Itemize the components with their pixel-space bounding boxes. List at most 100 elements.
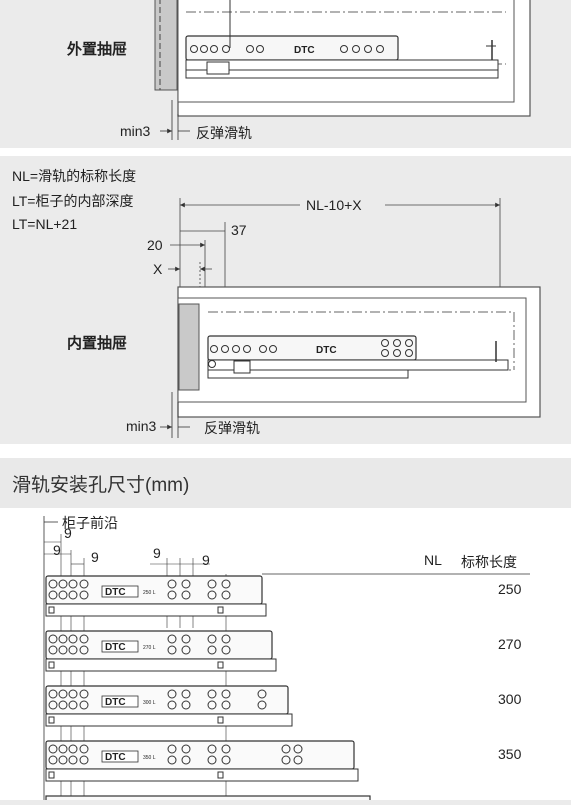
dim-9-b: 9 (53, 542, 61, 558)
rail-brand: DTC (316, 345, 337, 356)
internal-drawer-label: 内置抽屉 (67, 335, 128, 352)
min-label: min3 (120, 123, 151, 139)
hole (221, 634, 231, 644)
hole (48, 590, 58, 600)
dim-37-label: 37 (231, 222, 247, 238)
hole (181, 645, 191, 655)
dim-9-c: 9 (91, 549, 99, 565)
hole (207, 590, 217, 600)
hole (207, 579, 217, 589)
hole (221, 700, 231, 710)
hole (58, 579, 68, 589)
hole (181, 689, 191, 699)
external-drawer-diagram: DTC (154, 0, 531, 140)
hole (167, 590, 177, 600)
col-length: 标称长度 (461, 554, 517, 570)
hole (181, 744, 191, 754)
min-label: min3 (126, 418, 157, 434)
rail-holes (190, 45, 384, 53)
hole (221, 689, 231, 699)
hole (79, 579, 89, 589)
hole (48, 700, 58, 710)
hole (221, 744, 231, 754)
rail-nl-270: 270 (498, 636, 522, 652)
hole (48, 645, 58, 655)
hole (79, 645, 89, 655)
brand-box (101, 750, 139, 763)
rail-latch (206, 61, 230, 75)
hole (48, 689, 58, 699)
note-lt-formula: LT=NL+21 (12, 216, 78, 232)
hole (58, 744, 68, 754)
dim-9-e: 9 (202, 552, 210, 568)
hole (58, 645, 68, 655)
rail-brand: DTC (105, 697, 126, 708)
divider (0, 148, 571, 156)
hole (58, 590, 68, 600)
section-header: 滑轨安装孔尺寸(mm) (0, 458, 571, 508)
hole (58, 689, 68, 699)
rail-label: 反弹滑轨 (204, 420, 260, 436)
hole (281, 755, 291, 765)
rail-tag: 270 L (143, 645, 156, 651)
hole (68, 634, 78, 644)
base-slot (48, 771, 55, 779)
rail-base (45, 603, 267, 617)
hole (167, 579, 177, 589)
hole (207, 755, 217, 765)
rail-brand: DTC (105, 587, 126, 598)
dim-9-a: 9 (64, 525, 72, 541)
base-slot (217, 716, 224, 724)
internal-drawer-diagram: DTC (160, 198, 541, 438)
rail-brand: DTC (294, 45, 315, 56)
hole (68, 700, 78, 710)
rail-body-partial (45, 795, 371, 805)
rail-outer (207, 359, 509, 371)
rail-nl-300: 300 (498, 691, 522, 707)
hole (58, 634, 68, 644)
dim-x-label: X (153, 261, 163, 277)
dim-top-label: NL-10+X (306, 197, 362, 213)
hole (221, 755, 231, 765)
hole (281, 744, 291, 754)
col-nl: NL (424, 552, 442, 568)
hole (58, 755, 68, 765)
hole (257, 689, 267, 699)
hole (48, 755, 58, 765)
hole (221, 590, 231, 600)
hole (167, 744, 177, 754)
hole (79, 689, 89, 699)
rail-base (45, 768, 359, 782)
brand-box (101, 585, 139, 598)
external-drawer-label: 外置抽屉 (67, 41, 128, 58)
hole (48, 579, 58, 589)
hole (48, 744, 58, 754)
base-slot (48, 606, 55, 614)
hole (167, 700, 177, 710)
drawer-front (154, 0, 178, 91)
hole (181, 590, 191, 600)
hole (221, 579, 231, 589)
hole (79, 744, 89, 754)
hole (207, 689, 217, 699)
hole (207, 645, 217, 655)
hole (181, 634, 191, 644)
hole (167, 645, 177, 655)
hole (68, 579, 78, 589)
internal-drawer-panel: DTC NL=滑轨的标称长度 LT=柜子的内部深度 LT=NL+21 NL-10… (0, 156, 571, 444)
hole (221, 645, 231, 655)
hole (79, 700, 89, 710)
rail-tag: 350 L (143, 755, 156, 761)
hole (181, 755, 191, 765)
rail-lower (207, 369, 409, 379)
hole (48, 634, 58, 644)
hole (293, 755, 303, 765)
hole (79, 755, 89, 765)
rail-lower (185, 69, 499, 79)
hole (167, 689, 177, 699)
rail-latch (233, 360, 251, 374)
rail-brand: DTC (105, 752, 126, 763)
